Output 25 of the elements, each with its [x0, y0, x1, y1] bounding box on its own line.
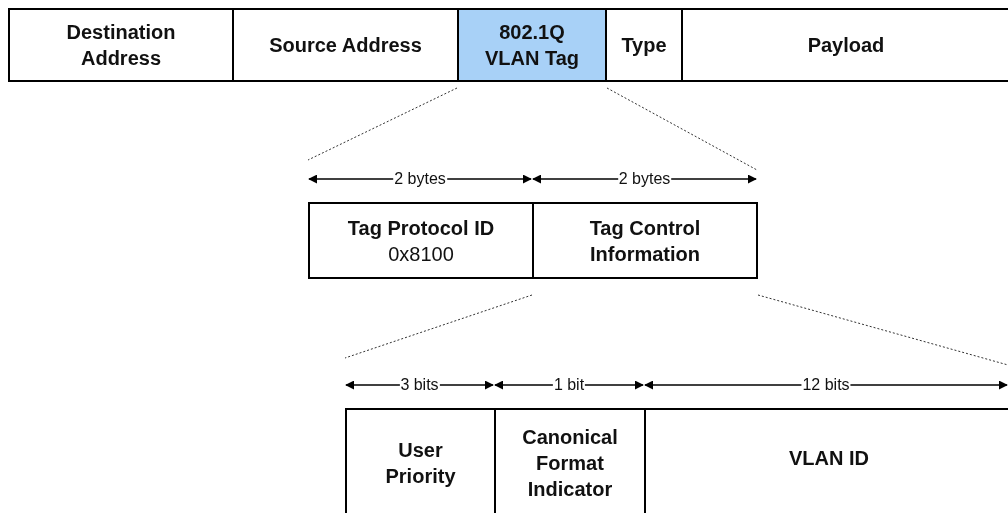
field-name: Payload: [806, 33, 886, 58]
field-box: [681, 8, 1008, 82]
field-name: VLAN ID: [788, 446, 870, 471]
field-name: Tag Control Information: [588, 215, 702, 267]
projection-line: [757, 294, 1008, 366]
field-name: Canonical Format Indicator: [521, 425, 619, 502]
field-value: 0x8100: [387, 241, 455, 267]
projection-line: [307, 87, 458, 161]
projection-line: [344, 294, 533, 359]
projection-line: [606, 87, 758, 171]
field-box: [8, 8, 234, 82]
field-name: Tag Protocol ID: [346, 215, 496, 241]
field-box: [605, 8, 683, 82]
field-name: 802.1Q VLAN Tag: [483, 20, 581, 71]
dimension-label: 2 bytes: [393, 170, 447, 188]
field-box: [457, 8, 607, 82]
field-box: [308, 202, 534, 279]
field-name: Source Address: [268, 33, 423, 58]
field-box: [232, 8, 459, 82]
field-name: Type: [620, 33, 668, 58]
dimension-label: 2 bytes: [617, 170, 672, 188]
field-box: [345, 408, 496, 513]
field-name: Destination Address: [65, 20, 177, 71]
field-name: User Priority: [384, 438, 457, 489]
field-box: [532, 202, 758, 279]
